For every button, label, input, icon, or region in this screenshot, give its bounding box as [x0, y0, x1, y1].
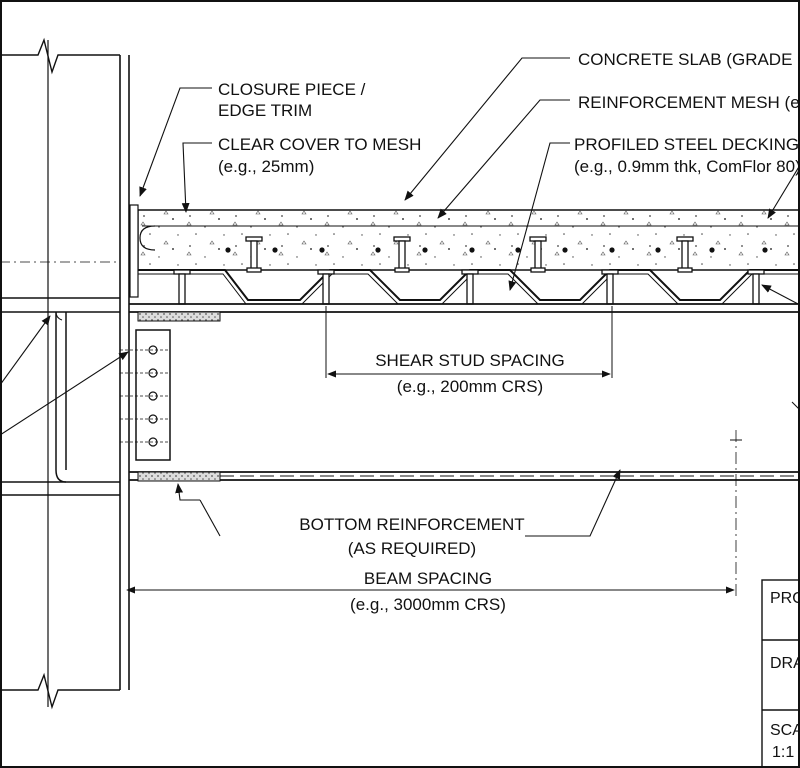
title-block-project: PRO — [770, 590, 800, 607]
label-beam-spacing-2: (e.g., 3000mm CRS) — [350, 595, 506, 614]
label-shear-stud-2: (e.g., 200mm CRS) — [397, 377, 543, 396]
label-shear-stud-1: SHEAR STUD SPACING — [375, 351, 565, 370]
label-beam-spacing-1: BEAM SPACING — [364, 569, 492, 588]
leader-lines — [0, 57, 800, 537]
steel-column — [0, 37, 130, 710]
shear-studs — [173, 236, 765, 305]
title-block — [761, 579, 800, 768]
top-bearing-strip — [137, 311, 221, 322]
secondary-beam — [129, 303, 800, 600]
label-reinforcement-mesh: REINFORCEMENT MESH (e.g — [578, 93, 800, 112]
label-decking-2: (e.g., 0.9mm thk, ComFlor 80) — [574, 157, 800, 176]
label-decking-1: PROFILED STEEL DECKING — [574, 135, 799, 154]
label-bottom-reinforcement-1: BOTTOM REINFORCEMENT — [299, 515, 524, 534]
title-block-scale: SCA — [770, 722, 800, 739]
label-closure-piece-2: EDGE TRIM — [218, 101, 312, 120]
label-bottom-reinforcement-2: (AS REQUIRED) — [348, 539, 476, 558]
label-clear-cover-1: CLEAR COVER TO MESH — [218, 135, 421, 154]
steel-beam-section — [0, 297, 120, 496]
concrete-slab — [129, 204, 800, 298]
title-block-scale-value: 1:1 — [772, 744, 794, 761]
edge-trim — [129, 204, 139, 298]
shear-stud-spacing-dimension — [325, 306, 613, 378]
label-closure-piece-1: CLOSURE PIECE / — [218, 80, 366, 99]
bottom-bearing-strip — [137, 471, 221, 482]
title-block-drawing: DRA — [770, 655, 800, 672]
label-concrete-slab: CONCRETE SLAB (GRADE C — [578, 50, 800, 69]
profiled-steel-decking — [138, 269, 800, 301]
label-clear-cover-2: (e.g., 25mm) — [218, 157, 314, 176]
end-plate — [120, 329, 171, 461]
